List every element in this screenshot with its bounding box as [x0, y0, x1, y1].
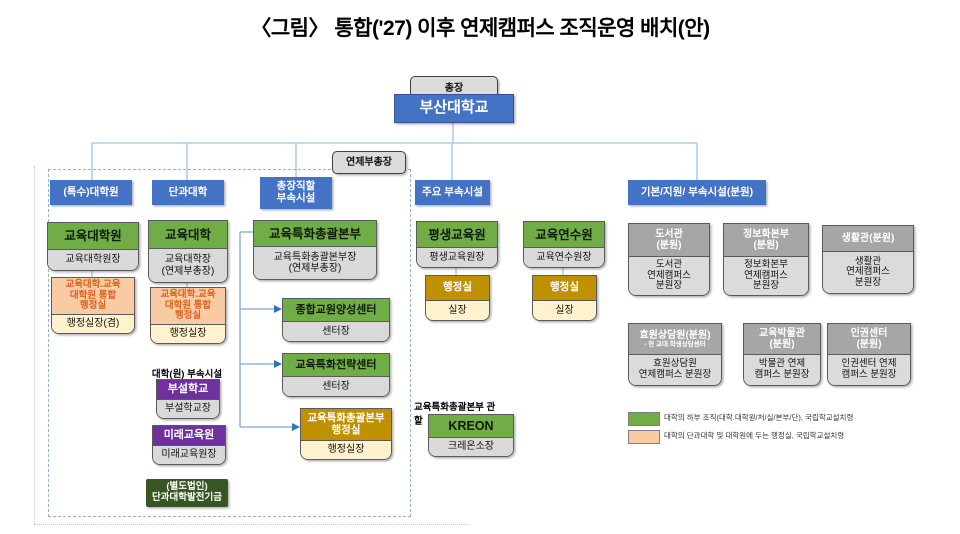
branch-head-box: 박물관 연제 캠퍼스 분원장: [744, 354, 820, 385]
office-box: 교육대학.교육 대학원 통합 행정실: [52, 278, 134, 314]
org-box: KREON: [429, 415, 513, 437]
legend-orange-label: 대학의 단과대학 및 대학원에 두는 행정실, 국립학교설치령: [664, 431, 845, 440]
branch-box: 생활관(분원): [823, 226, 913, 251]
office-box: 행정실: [533, 276, 596, 300]
grad-school-unit: 교육대학원 교육대학원장: [47, 222, 139, 271]
vice-president-group-outline: [48, 169, 411, 517]
branch-head-box: 도서관 연제캠퍼스 분원장: [629, 256, 709, 295]
lifelong-office-unit: 행정실 실장: [425, 275, 490, 321]
legend-green-swatch: [628, 412, 660, 426]
head-box: 센터장: [283, 321, 389, 341]
org-box: 미래교육원: [153, 426, 225, 445]
head-box: 센터장: [283, 376, 389, 396]
grad-office-unit: 교육대학.교육 대학원 통합 행정실 행정실장(겸): [51, 277, 135, 334]
branch-box: 교육박물관 (분원): [744, 324, 820, 354]
edu-special-hq-unit: 교육특화총괄본부 교육특화총괄본부장 (연제부총장): [253, 220, 377, 280]
legend-green-label: 대학의 하부 조직(대학.대학원/처/실/본부/단), 국립학교설치령: [664, 413, 854, 422]
office-box: 교육특화총괄본부 행정실: [301, 409, 391, 440]
office-head-box: 행정실장(겸): [52, 314, 134, 333]
branch-head-box: 인권센터 연제 캠퍼스 분원장: [828, 354, 910, 385]
branch-box: 인권센터 (분원): [828, 324, 910, 354]
header-branch-facilities: 기본/지원/ 부속시설(분원): [628, 180, 766, 205]
org-box: 부설학교: [157, 380, 219, 399]
museum-branch-unit: 교육박물관 (분원) 박물관 연제 캠퍼스 분원장: [743, 323, 821, 386]
branch-title: 효원상담원(분원): [639, 329, 711, 341]
university-box: 부산대학교: [394, 94, 514, 123]
branch-box: 효원상담원(분원) - 현 교대.학생상담센터: [629, 324, 721, 354]
vice-president-tab: 연제부총장: [332, 151, 406, 174]
office-box: 교육대학.교육 대학원 통합 행정실: [151, 288, 225, 324]
head-box: 교육특화총괄본부장 (연제부총장): [254, 246, 376, 279]
header-special-grad: (특수)대학원: [50, 180, 132, 205]
office-head-box: 행정실장: [151, 324, 225, 343]
org-box: 교육특화총괄본부: [254, 221, 376, 246]
head-box: 부설학교장: [157, 399, 219, 418]
head-box: 교육대학원장: [48, 249, 138, 270]
kreon-unit: KREON 크레온소장: [428, 414, 514, 457]
college-attached-label: 대학(원) 부속시설: [151, 369, 223, 380]
it-branch-unit: 정보화본부 (분원) 정보화본부 연제캠퍼스 분원장: [723, 223, 809, 296]
branch-box: 도서관 (분원): [629, 224, 709, 256]
dorm-branch-unit: 생활관(분원) 생활관 연제캠퍼스 분원장: [822, 225, 914, 294]
outer-dotted-left-border: [34, 166, 35, 524]
head-box: 미래교육원장: [153, 445, 225, 464]
office-head-box: 실장: [533, 300, 596, 320]
edu-college-unit: 교육대학 교육대학장 (연제부총장): [148, 220, 228, 283]
org-box: 교육연수원: [524, 222, 604, 247]
branch-head-box: 생활관 연제캠퍼스 분원장: [823, 251, 913, 293]
org-box: 평생교육원: [417, 222, 497, 247]
hq-admin-office-unit: 교육특화총괄본부 행정실 행정실장: [300, 408, 392, 460]
teacher-training-center-unit: 종합교원양성센터 센터장: [282, 298, 390, 342]
rights-branch-unit: 인권센터 (분원) 인권센터 연제 캠퍼스 분원장: [827, 323, 911, 386]
branch-note: - 현 교대.학생상담센터: [644, 341, 706, 349]
header-direct-facilities: 총장직할 부속시설: [260, 177, 332, 209]
header-major-facilities: 주요 부속시설: [415, 180, 490, 205]
org-box: 교육대학: [149, 221, 227, 248]
library-branch-unit: 도서관 (분원) 도서관 연제캠퍼스 분원장: [628, 223, 710, 296]
figure-title: 〈그림〉 통합('27) 이후 연제캠퍼스 조직운영 배치(안): [250, 17, 710, 40]
head-box: 교육연수원장: [524, 247, 604, 267]
outer-dotted-bottom-border: [34, 524, 468, 525]
lifelong-edu-unit: 평생교육원 평생교육원장: [416, 221, 498, 268]
org-box: 교육대학원: [48, 223, 138, 249]
branch-box: 정보화본부 (분원): [724, 224, 808, 256]
attached-school-unit: 부설학교 부설학교장: [156, 379, 220, 419]
office-head-box: 실장: [426, 300, 489, 320]
office-head-box: 행정실장: [301, 440, 391, 459]
counsel-branch-unit: 효원상담원(분원) - 현 교대.학생상담센터 효원상담원 연제캠퍼스 분원장: [628, 323, 722, 386]
office-box: 행정실: [426, 276, 489, 300]
org-box: 종합교원양성센터: [283, 299, 389, 321]
head-box: 크레온소장: [429, 437, 513, 456]
head-box: 평생교육원장: [417, 247, 497, 267]
head-box: 교육대학장 (연제부총장): [149, 248, 227, 282]
edu-strategy-center-unit: 교육특화전략센터 센터장: [282, 353, 390, 397]
training-institute-unit: 교육연수원 교육연수원장: [523, 221, 605, 268]
legend-orange-swatch: [628, 430, 660, 444]
branch-head-box: 효원상담원 연제캠퍼스 분원장: [629, 354, 721, 385]
college-office-unit: 교육대학.교육 대학원 통합 행정실 행정실장: [150, 287, 226, 344]
training-office-unit: 행정실 실장: [532, 275, 597, 321]
development-fund-box: (별도법인) 단과대학발전기금: [146, 479, 228, 507]
future-edu-unit: 미래교육원 미래교육원장: [152, 425, 226, 465]
branch-head-box: 정보화본부 연제캠퍼스 분원장: [724, 256, 808, 295]
kreon-jurisdiction-label: 교육특화총괄본부 관할: [414, 402, 496, 427]
org-box: 교육특화전략센터: [283, 354, 389, 376]
header-colleges: 단과대학: [152, 180, 224, 205]
